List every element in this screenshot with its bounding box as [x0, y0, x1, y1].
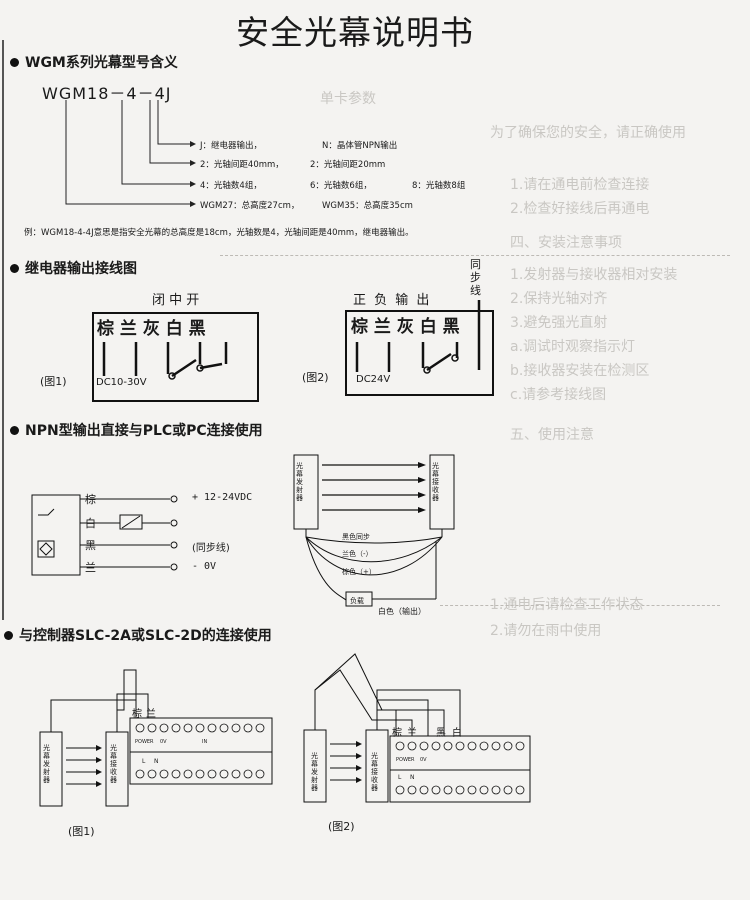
relay-fig1-caption: (图1)	[40, 375, 67, 388]
ghost-line: 2.请勿在雨中使用	[490, 623, 602, 639]
npn-brown-plus-label: 棕色（+）	[342, 568, 376, 576]
model-axes-4: 4：光轴数4组，	[200, 181, 262, 191]
controller-fig2-receiver-label: 光幕接收器	[371, 752, 378, 792]
ghost-rule	[220, 255, 730, 256]
controller-fig2-black-label: 黑	[436, 728, 446, 739]
npn-schematic	[31, 494, 178, 576]
ghost-line: 2.保持光轴对齐	[510, 291, 608, 307]
relay-fig2-switch-diagram	[355, 300, 481, 374]
controller-fig1-in-label: IN	[202, 739, 208, 745]
controller-fig2-emitter-label: 光幕发射器	[311, 752, 318, 792]
npn-vzero-label: - 0V	[192, 561, 217, 572]
model-height-35: WGM35：总高度35cm	[322, 201, 413, 211]
npn-black-label: 黑	[85, 539, 96, 552]
npn-white-out-label: 白色（输出）	[378, 607, 426, 616]
bullet-icon	[4, 630, 13, 640]
relay-fig1-voltage: DC10-30V	[96, 377, 147, 388]
ghost-line: 1.请在通电前检查连接	[510, 177, 650, 193]
model-n-output: N：晶体管NPN输出	[322, 141, 398, 151]
relay-fig2-wires: 棕 兰 灰 白 黑	[351, 317, 460, 337]
ghost-line: 为了确保您的安全，请正确使用	[490, 125, 686, 141]
page-title: 安全光幕说明书	[236, 13, 474, 52]
npn-brown-label: 棕	[85, 493, 96, 506]
ghost-line: 2.检查好接线后再通电	[510, 201, 650, 217]
controller-fig1-brown-label: 棕	[132, 709, 142, 720]
npn-receiver-label: 光幕接收器	[432, 462, 439, 502]
controller-fig1-diagram	[39, 669, 273, 807]
relay-fig2-voltage: DC24V	[356, 374, 391, 385]
controller-fig1-blue-label: 兰	[146, 709, 156, 720]
model-axes-8: 8：光轴数8组	[412, 181, 466, 191]
controller-fig1-power-label: POWER	[135, 739, 154, 745]
ghost-rule	[440, 605, 720, 606]
relay-fig1-header: 闭 中 开	[152, 293, 200, 308]
controller-fig1-emitter-label: 光幕发射器	[43, 744, 50, 784]
section-model-heading: WGM系列光幕型号含义	[10, 52, 178, 72]
ghost-line: 1.发射器与接收器相对安装	[510, 267, 678, 283]
controller-fig1-l-label: L	[142, 758, 146, 765]
bullet-icon	[10, 425, 19, 435]
controller-fig2-brown-label: 棕	[392, 728, 402, 739]
npn-black-sync-label: 黑色同步	[342, 533, 370, 541]
relay-fig2-header: 正 负 输 出	[353, 293, 432, 308]
npn-white-label: 白	[85, 517, 96, 530]
ghost-line: c.请参考接线图	[510, 387, 607, 403]
section-npn-heading: NPN型输出直接与PLC或PC连接使用	[10, 420, 263, 440]
bullet-icon	[10, 57, 19, 67]
bullet-icon	[10, 263, 19, 273]
relay-fig2-box	[345, 310, 494, 396]
controller-fig2-ov-label: 0V	[420, 757, 427, 763]
relay-fig1-box	[92, 312, 259, 402]
npn-emitter-label: 光幕发射器	[296, 462, 303, 502]
controller-fig1-ov-label: 0V	[160, 739, 167, 745]
relay-fig2-caption: (图2)	[302, 371, 329, 384]
model-code: WGM18－4－4J	[42, 84, 172, 103]
ghost-line: 四、安装注意事项	[510, 235, 622, 251]
model-bracket-lines	[65, 100, 196, 207]
controller-fig2-power-label: POWER	[396, 757, 415, 763]
ghost-line: 3.避免强光直射	[510, 315, 608, 331]
controller-fig1-n-label: N	[154, 758, 159, 765]
model-spacing-40: 2：光轴间距40mm，	[200, 160, 284, 170]
npn-sync-label: (同步线)	[192, 543, 230, 554]
controller-fig2-n-label: N	[410, 774, 415, 781]
controller-fig2-white-label: 白	[452, 728, 462, 739]
relay-fig1-wires: 棕 兰 灰 白 黑	[97, 319, 206, 339]
ghost-line: a.调试时观察指示灯	[510, 339, 636, 355]
controller-fig2-blue-label: 兰	[407, 728, 417, 739]
ghost-line: 1.通电后请检查工作状态	[490, 597, 644, 613]
ghost-line: 五、使用注意	[510, 427, 594, 443]
model-j-output: J：继电器输出，	[200, 141, 263, 151]
model-height-27: WGM27：总高度27cm，	[200, 201, 300, 211]
npn-vplus-label: + 12-24VDC	[192, 492, 253, 503]
section-relay-heading: 继电器输出接线图	[10, 258, 137, 278]
section-controller-heading: 与控制器SLC-2A或SLC-2D的连接使用	[4, 625, 272, 645]
controller-fig2-l-label: L	[398, 774, 402, 781]
controller-fig2-diagram	[303, 653, 531, 803]
model-spacing-20: 2：光轴间距20mm	[310, 160, 386, 170]
page-edge	[2, 40, 4, 620]
controller-fig1-receiver-label: 光幕接收器	[110, 744, 117, 784]
relay-fig2-sync-label: 同步线	[470, 258, 481, 297]
controller-fig2-caption: (图2)	[328, 820, 355, 833]
npn-blue-minus-label: 兰色（-）	[342, 550, 373, 558]
ghost-line: b.接收器安装在检测区	[510, 363, 650, 379]
model-example: 例：WGM18-4-4J意思是指安全光幕的总高度是18cm，光轴数是4，光轴间距…	[24, 228, 414, 238]
ghost-line: 单卡参数	[320, 91, 376, 107]
relay-fig1-switch-diagram	[102, 342, 228, 380]
controller-fig1-caption: (图1)	[68, 825, 95, 838]
npn-load-label: 负载	[350, 597, 364, 605]
npn-blue-label: 兰	[85, 561, 96, 574]
bleed-through-text: 单卡参数 为了确保您的安全，请正确使用 1.请在通电前检查连接 2.检查好接线后…	[320, 88, 730, 640]
npn-light-curtain-diagram	[293, 454, 455, 607]
model-axes-6: 6：光轴数6组，	[310, 181, 372, 191]
